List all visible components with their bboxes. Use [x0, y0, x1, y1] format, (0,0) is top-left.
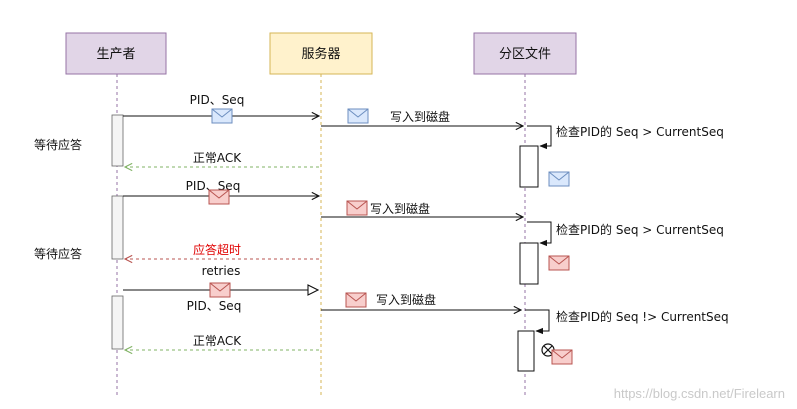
producer-activation-1	[111, 114, 124, 167]
partition-activation-3	[517, 330, 535, 372]
producer-box: 生产者	[65, 32, 167, 75]
self-check-arrow-1	[527, 125, 552, 150]
retries-label: retries	[202, 264, 241, 278]
write-label-2: 写入到磁盘	[370, 201, 430, 216]
envelope-icon	[548, 171, 570, 187]
write-label-1: 写入到磁盘	[390, 109, 450, 124]
send-label-1: PID、Seq	[190, 93, 245, 107]
timeout-label: 应答超时	[193, 242, 241, 257]
partition-label: 分区文件	[499, 47, 551, 62]
send-label-3: PID、Seq	[187, 299, 242, 313]
partition-activation-1	[519, 145, 539, 188]
envelope-icon	[548, 255, 570, 271]
write-label-3: 写入到磁盘	[376, 292, 436, 307]
partition-activation-2	[519, 242, 539, 285]
self-check-arrow-2	[527, 221, 552, 247]
producer-activation-2	[111, 195, 124, 260]
server-label: 服务器	[301, 46, 340, 62]
envelope-icon	[551, 349, 573, 365]
envelope-icon	[347, 108, 369, 124]
check-label-2: 检查PID的 Seq > CurrentSeq	[556, 222, 724, 237]
producer-label: 生产者	[96, 47, 135, 62]
envelope-icon	[209, 282, 231, 298]
ack-label-3: 正常ACK	[193, 334, 242, 348]
wait-label-2: 等待应答	[34, 246, 82, 261]
envelope-icon	[208, 189, 230, 205]
partition-box: 分区文件	[473, 32, 577, 75]
ack-label-1: 正常ACK	[193, 151, 242, 165]
wait-label-1: 等待应答	[34, 137, 82, 152]
check-label-1: 检查PID的 Seq > CurrentSeq	[556, 124, 724, 139]
envelope-icon	[211, 108, 233, 124]
check-label-3: 检查PID的 Seq !> CurrentSeq	[556, 309, 729, 324]
watermark: https://blog.csdn.net/Firelearn	[614, 386, 785, 401]
envelope-icon	[345, 292, 367, 308]
self-check-arrow-3	[525, 309, 550, 335]
server-box: 服务器	[269, 32, 373, 75]
envelope-icon	[346, 200, 368, 216]
producer-activation-3	[111, 295, 124, 350]
